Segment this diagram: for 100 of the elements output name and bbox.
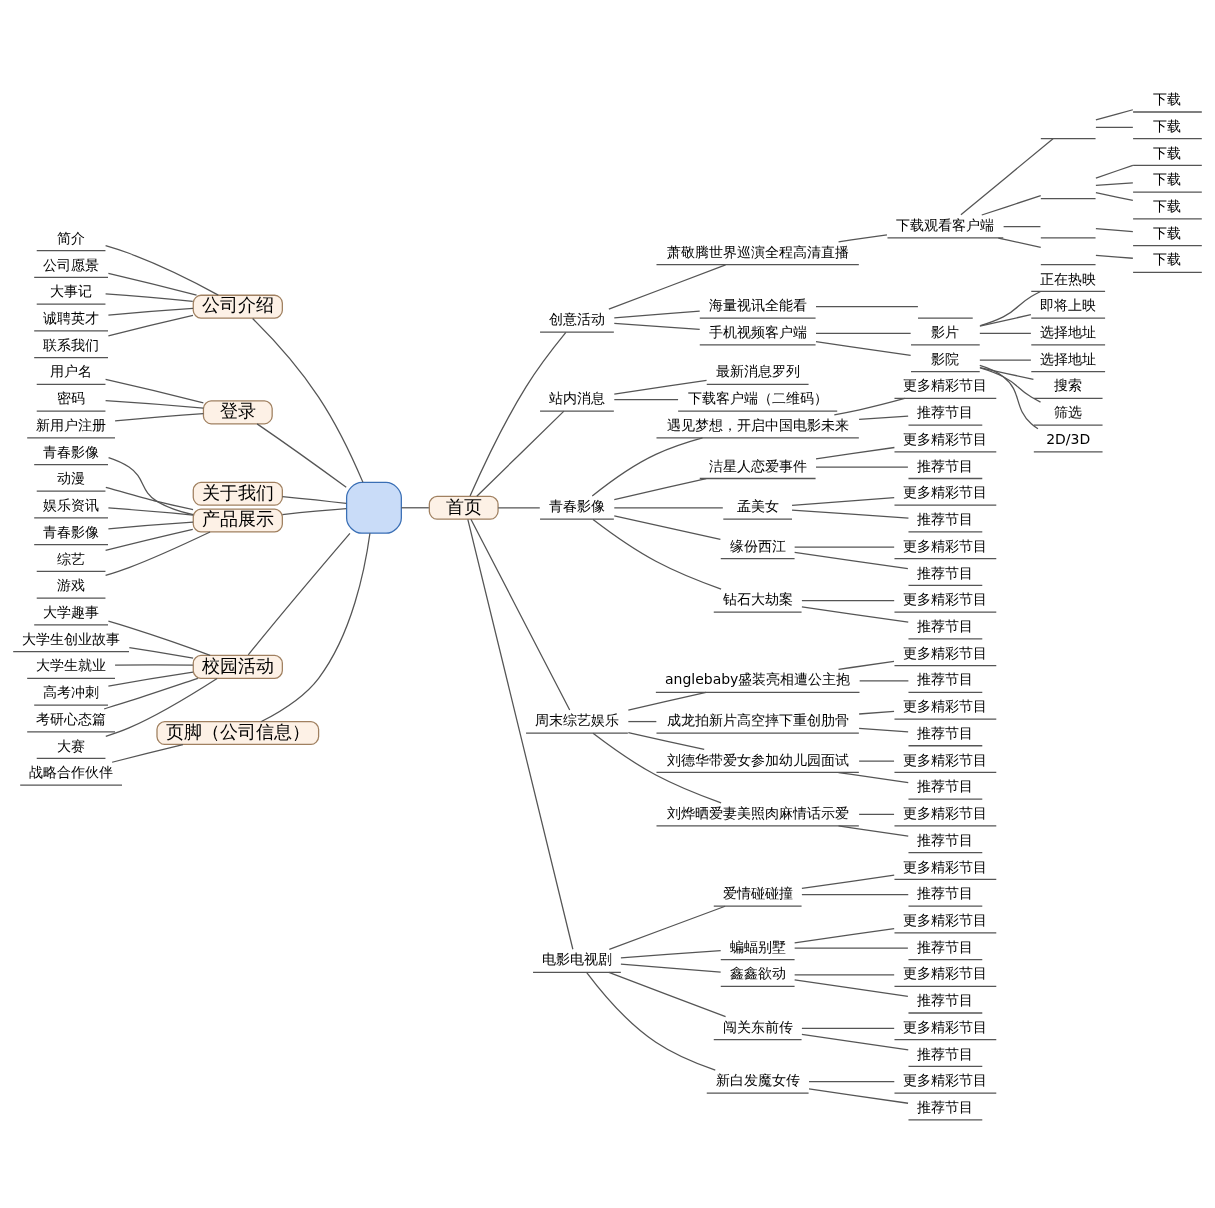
node-text: 鑫鑫欲动 bbox=[729, 964, 786, 981]
node-box: 登录 bbox=[202, 399, 273, 424]
node-text: 推荐节目 bbox=[917, 884, 974, 901]
connector bbox=[858, 414, 909, 420]
connector bbox=[256, 422, 347, 488]
connector bbox=[1095, 254, 1134, 259]
node-text: 搜索 bbox=[1054, 376, 1083, 393]
node-text: 孟美女 bbox=[736, 497, 779, 514]
node-text: 下载 bbox=[1153, 117, 1182, 134]
node-underline bbox=[1040, 137, 1097, 139]
node-text: 娱乐资讯 bbox=[43, 496, 100, 513]
connector bbox=[469, 331, 567, 497]
connector bbox=[260, 532, 371, 722]
node-box: 校园活动 bbox=[192, 654, 283, 679]
node-text: 下载观看客户端 bbox=[896, 216, 995, 233]
node-text: 推荐节目 bbox=[917, 670, 974, 687]
node-text: 钻石大劫案 bbox=[722, 590, 793, 607]
node-text: 大学生创业故事 bbox=[22, 630, 121, 647]
connector bbox=[104, 292, 194, 302]
connector bbox=[801, 605, 909, 623]
connector bbox=[981, 194, 1042, 216]
node-text: 筛选 bbox=[1054, 403, 1083, 420]
node-underline bbox=[1040, 236, 1097, 239]
connector bbox=[979, 313, 1032, 327]
connector bbox=[815, 332, 912, 334]
connector bbox=[613, 477, 707, 500]
node-box: 首页 bbox=[428, 495, 499, 520]
node-text: 大赛 bbox=[57, 737, 86, 754]
node-text: 即将上映 bbox=[1040, 296, 1097, 313]
connector bbox=[592, 518, 722, 590]
connector bbox=[794, 978, 909, 997]
node-text: 蝙蝠别墅 bbox=[729, 938, 786, 955]
node-text: 洁星人恋爱事件 bbox=[708, 457, 807, 474]
node-text: 大事记 bbox=[50, 282, 93, 299]
node-box: 公司介绍 bbox=[192, 294, 283, 319]
node-text: 下载客户端（二维码） bbox=[687, 389, 828, 406]
connector bbox=[497, 506, 541, 508]
connector bbox=[627, 731, 705, 750]
connector bbox=[801, 599, 895, 601]
connector bbox=[858, 813, 895, 815]
node-box: 页脚（公司信息） bbox=[156, 720, 320, 745]
node-text: 下载 bbox=[1153, 197, 1182, 214]
connector bbox=[979, 366, 1042, 403]
connector bbox=[1002, 225, 1042, 227]
node-text: 更多精彩节目 bbox=[903, 483, 988, 500]
connector bbox=[833, 397, 906, 415]
connector bbox=[281, 507, 347, 515]
connector bbox=[979, 290, 1042, 326]
node-text: 推荐节目 bbox=[917, 510, 974, 527]
node-text: 电影电视剧 bbox=[541, 950, 612, 967]
node-box: 产品展示 bbox=[192, 507, 283, 533]
connector bbox=[613, 322, 701, 330]
connector bbox=[801, 874, 895, 889]
node-text: 推荐节目 bbox=[917, 1045, 974, 1062]
node-text: 新白发魔女传 bbox=[715, 1071, 800, 1088]
node-text: 更多精彩节目 bbox=[903, 1071, 988, 1088]
connector bbox=[107, 314, 194, 337]
node-text: 选择地址 bbox=[1040, 323, 1097, 340]
connector bbox=[400, 506, 430, 508]
node-text: 青春影像 bbox=[43, 443, 100, 460]
connector bbox=[794, 946, 909, 949]
connector bbox=[979, 366, 1035, 380]
node-text: 下载 bbox=[1153, 250, 1182, 267]
connector bbox=[281, 495, 347, 504]
connector bbox=[794, 927, 895, 944]
connector bbox=[808, 1087, 909, 1104]
connector bbox=[1095, 108, 1134, 121]
connector bbox=[837, 233, 888, 242]
connector bbox=[808, 1080, 895, 1082]
connector bbox=[104, 399, 204, 409]
connector bbox=[107, 456, 194, 515]
connector bbox=[801, 1033, 909, 1050]
node-text: 推荐节目 bbox=[917, 831, 974, 848]
node-underline bbox=[1040, 197, 1097, 199]
connector bbox=[104, 378, 204, 403]
connector bbox=[627, 691, 707, 711]
node-text: 推荐节目 bbox=[917, 991, 974, 1008]
node-text: 缘份西江 bbox=[729, 537, 786, 554]
node-text: 密码 bbox=[57, 389, 86, 406]
connector bbox=[252, 317, 364, 483]
connector bbox=[470, 518, 571, 711]
node-text: 推荐节目 bbox=[917, 617, 974, 634]
connector bbox=[837, 660, 895, 670]
connector bbox=[960, 137, 1054, 215]
connector bbox=[128, 646, 194, 659]
connector bbox=[105, 677, 218, 737]
node-box: 关于我们 bbox=[192, 481, 283, 506]
connector bbox=[1095, 181, 1134, 186]
node-text: 战略合作伙伴 bbox=[29, 763, 114, 780]
connector bbox=[608, 905, 726, 950]
node-text: 更多精彩节目 bbox=[903, 804, 988, 821]
node-text: 萧敬腾世界巡演全程高清直播 bbox=[666, 243, 849, 260]
connector bbox=[107, 620, 211, 656]
node-text: 更多精彩节目 bbox=[903, 1018, 988, 1035]
connector bbox=[585, 971, 716, 1071]
node-text: 青春影像 bbox=[548, 497, 605, 514]
node-text: 周末综艺娱乐 bbox=[534, 711, 619, 728]
connector bbox=[111, 743, 184, 763]
connector bbox=[1095, 191, 1134, 201]
connector bbox=[815, 465, 909, 468]
